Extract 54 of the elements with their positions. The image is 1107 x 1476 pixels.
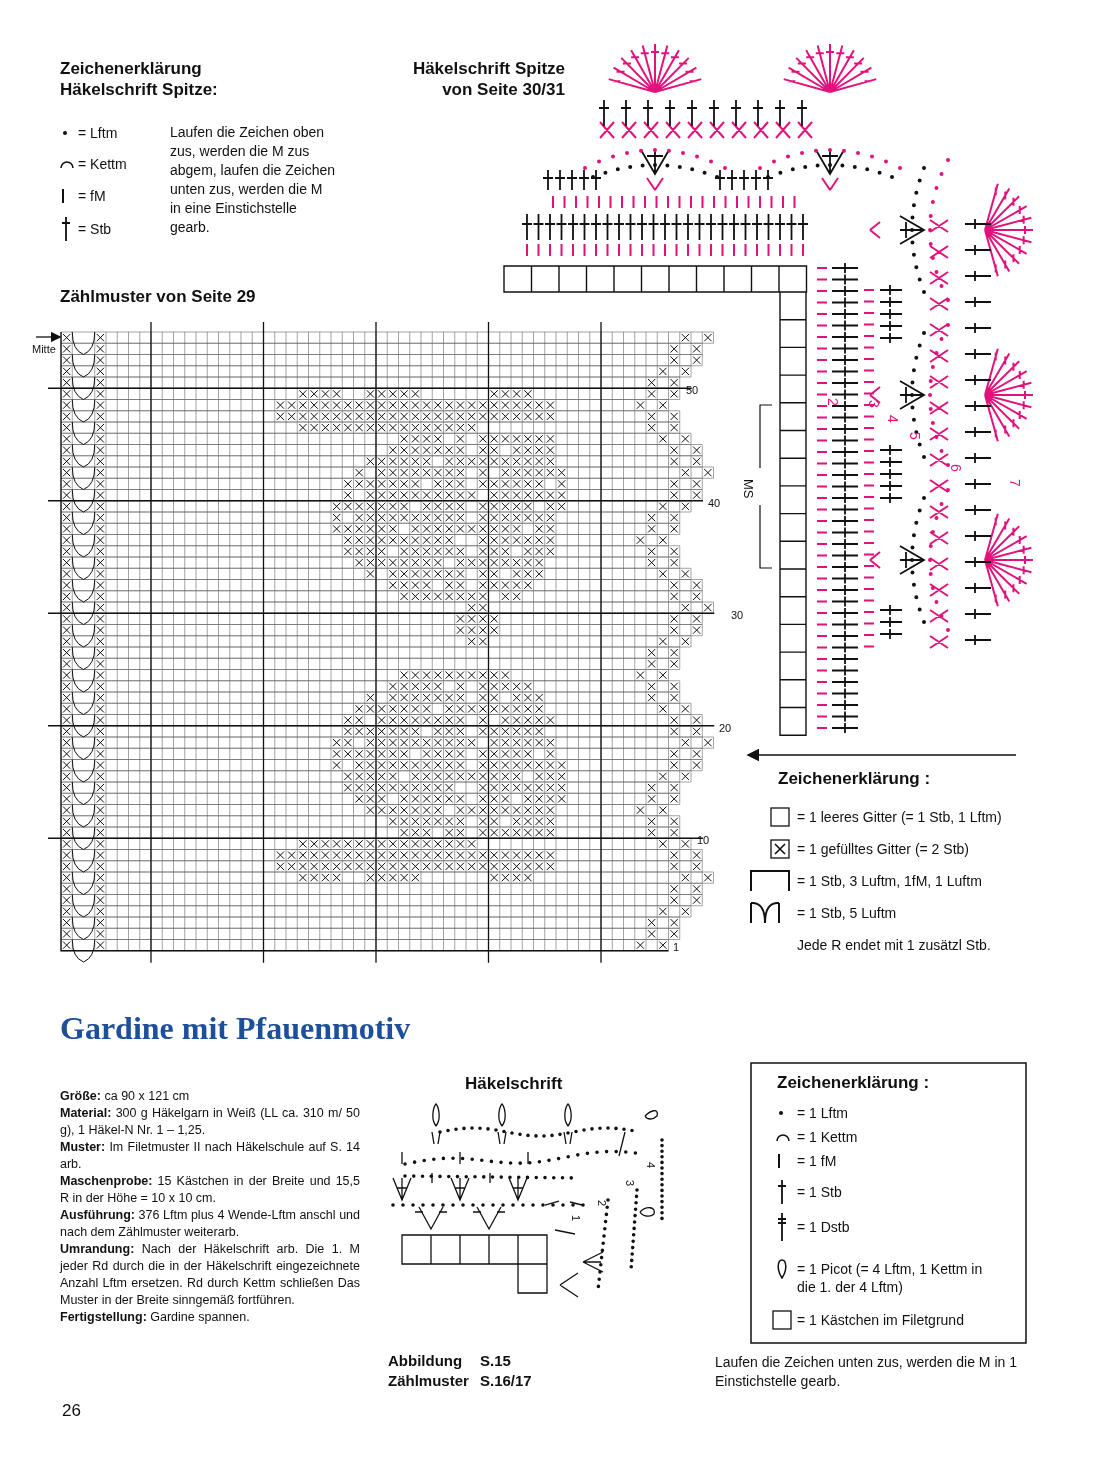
row-label: Mitte xyxy=(32,343,56,357)
legend-heading: Zeichenerklärung : xyxy=(777,1072,930,1094)
note-text: Jede R endet mit 1 zusätzl Stb. xyxy=(797,936,991,955)
round-number: 2 xyxy=(824,398,841,406)
instruction-text: Material: 300 g Häkelgarn in Weiß (LL ca. 310 m/ 50 g), 1 Häkel-N Nr. 1 – 1,25. xyxy=(60,1105,360,1139)
legend-text: = 1 Picot (= 4 Lftm, 1 Kettm in die 1. der 4 Lftm) xyxy=(797,1260,984,1296)
section-heading: Zählmuster von Seite 29 xyxy=(60,286,256,308)
chart-heading: Häkelschrift xyxy=(465,1073,563,1095)
legend-text: = 1 Stb, 3 Luftm, 1fM, 1 Luftm xyxy=(797,872,982,890)
legend-text: = 1 gefülltes Gitter (= 2 Stb) xyxy=(797,840,969,858)
legend-text: = 1 Kettm xyxy=(797,1128,858,1146)
instruction-text: Muster: Im Filetmuster II nach Häkelschule auf S. 14 arb. xyxy=(60,1139,360,1173)
row-number: 20 xyxy=(719,722,732,736)
instruction-text: Umrandung: Nach der Häkelschrift arb. Die 1. M jeder Rd durch die in der Häkelschrift eingezeichnete Anzahl Lftm ersetzen. Rd durch Kettm schließen Das Muster in der Breite sinngemäß fortführen. xyxy=(60,1241,360,1309)
legend-text: = 1 Dstb xyxy=(797,1218,850,1236)
round-number: 5 xyxy=(906,432,923,440)
reference-label: S.16/17 xyxy=(480,1372,532,1391)
repeat-label: MS xyxy=(740,479,756,499)
chart-heading: Häkelschrift Spitze von Seite 30/31 xyxy=(411,58,565,101)
instruction-text: Größe: ca 90 x 121 cm xyxy=(60,1088,191,1105)
legend-heading: Zeichenerklärung : xyxy=(778,768,931,790)
row-number: 10 xyxy=(697,834,710,848)
page-title: Gardine mit Pfauenmotiv xyxy=(60,1010,411,1047)
round-number: 6 xyxy=(947,464,964,472)
legend-text: = 1 Lftm xyxy=(797,1104,848,1122)
instruction-text: Ausführung: 376 Lftm plus 4 Wende-Lftm anschl und nach dem Zählmuster weiterarb. xyxy=(60,1207,360,1241)
round-number: 4 xyxy=(644,1162,657,1169)
legend-text: = 1 Stb xyxy=(797,1183,842,1201)
legend-text: = 1 fM xyxy=(797,1152,837,1170)
legend-text: = fM xyxy=(78,187,106,205)
row-number: 40 xyxy=(708,497,721,511)
note-text: Laufen die Zeichen oben zus, werden die M zus abgem, laufen die Zeichen unten zus, werden die M in eine Einstichstelle gearb. xyxy=(170,123,335,237)
page-number: 26 xyxy=(62,1400,81,1422)
instruction-text: Fertigstellung: Gardine spannen. xyxy=(60,1309,251,1326)
row-number: 30 xyxy=(731,609,744,623)
section-heading: Zeichenerklärung Häkelschrift Spitze: xyxy=(60,58,219,101)
reference-label: Abbildung xyxy=(388,1352,463,1371)
row-number: 50 xyxy=(686,384,699,398)
legend-text: = 1 Kästchen im Filetgrund xyxy=(797,1311,964,1329)
legend-text: = Stb xyxy=(78,220,112,238)
row-number: 1 xyxy=(673,941,680,955)
instruction-text: Maschenprobe: 15 Kästchen in der Breite und 15,5 R in der Höhe = 10 x 10 cm. xyxy=(60,1173,360,1207)
legend-text: = 1 Stb, 5 Luftm xyxy=(797,904,897,922)
legend-text: = Lftm xyxy=(78,124,118,142)
round-number: 2 xyxy=(595,1200,608,1207)
reference-label: Zählmuster xyxy=(388,1372,469,1391)
legend-text: = Kettm xyxy=(78,155,127,173)
note-text: Laufen die Zeichen unten zus, werden die M in 1 Einstichstelle gearb. xyxy=(715,1353,1018,1391)
round-number: 3 xyxy=(623,1180,636,1187)
legend-text: = 1 leeres Gitter (= 1 Stb, 1 Lftm) xyxy=(797,808,1002,826)
round-number: 1 xyxy=(569,1215,582,1222)
round-number: 4 xyxy=(884,415,901,423)
reference-label: S.15 xyxy=(480,1352,511,1371)
round-number: 7 xyxy=(1006,479,1023,487)
